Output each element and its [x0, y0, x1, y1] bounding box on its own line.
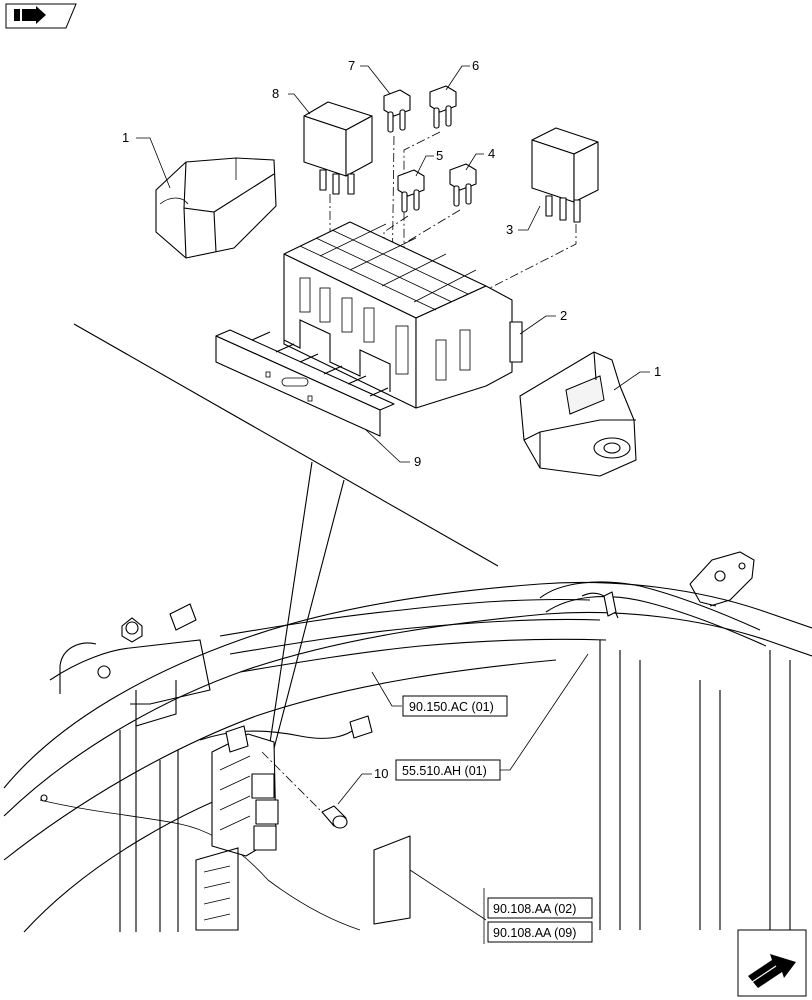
callout-1-right: 1 — [654, 364, 661, 379]
ref-label-90150ac: 90.150.AC (01) — [409, 700, 494, 714]
installed-fuse-box — [195, 725, 323, 931]
callout-1-left: 1 — [122, 130, 129, 145]
fuse-part-6 — [403, 85, 457, 292]
detail-zoom-lines — [73, 323, 499, 757]
comb-part-9 — [215, 329, 395, 437]
ref-label-90108aa-02: 90.108.AA (02) — [493, 902, 576, 916]
ref-box-55510ah[interactable]: 55.510.AH (01) — [395, 759, 501, 781]
ref-label-90108aa-09: 90.108.AA (09) — [493, 926, 576, 940]
label-sheet — [373, 835, 411, 925]
book-page-icon[interactable] — [5, 3, 77, 29]
callout-leaders — [136, 65, 650, 805]
fuse-part-5 — [383, 169, 425, 290]
ref-box-90108aa-02[interactable]: 90.108.AA (02) — [487, 897, 593, 919]
callout-2: 2 — [560, 308, 567, 323]
relay-part-3 — [485, 127, 599, 291]
screw-part-10 — [321, 805, 348, 829]
callout-5: 5 — [436, 148, 443, 163]
callout-9: 9 — [414, 454, 421, 469]
callout-4: 4 — [488, 146, 495, 161]
next-page-arrow-icon[interactable] — [737, 929, 807, 997]
cab-structure — [3, 551, 812, 933]
fuse-box-part-2 — [283, 221, 523, 409]
callout-7: 7 — [348, 58, 355, 73]
reference-leaders — [371, 653, 589, 944]
callout-6: 6 — [472, 58, 479, 73]
fuse-part-7 — [383, 89, 411, 291]
ref-label-55510ah: 55.510.AH (01) — [402, 764, 487, 778]
fuse-part-4 — [399, 163, 477, 247]
cover-part-1-right — [519, 351, 637, 477]
callout-10: 10 — [374, 766, 388, 781]
ref-box-90150ac[interactable]: 90.150.AC (01) — [402, 695, 508, 717]
callout-8: 8 — [272, 86, 279, 101]
callout-3: 3 — [506, 222, 513, 237]
ref-box-90108aa-09[interactable]: 90.108.AA (09) — [487, 921, 593, 943]
cover-part-1-left — [155, 157, 277, 259]
relay-part-8 — [303, 101, 373, 236]
